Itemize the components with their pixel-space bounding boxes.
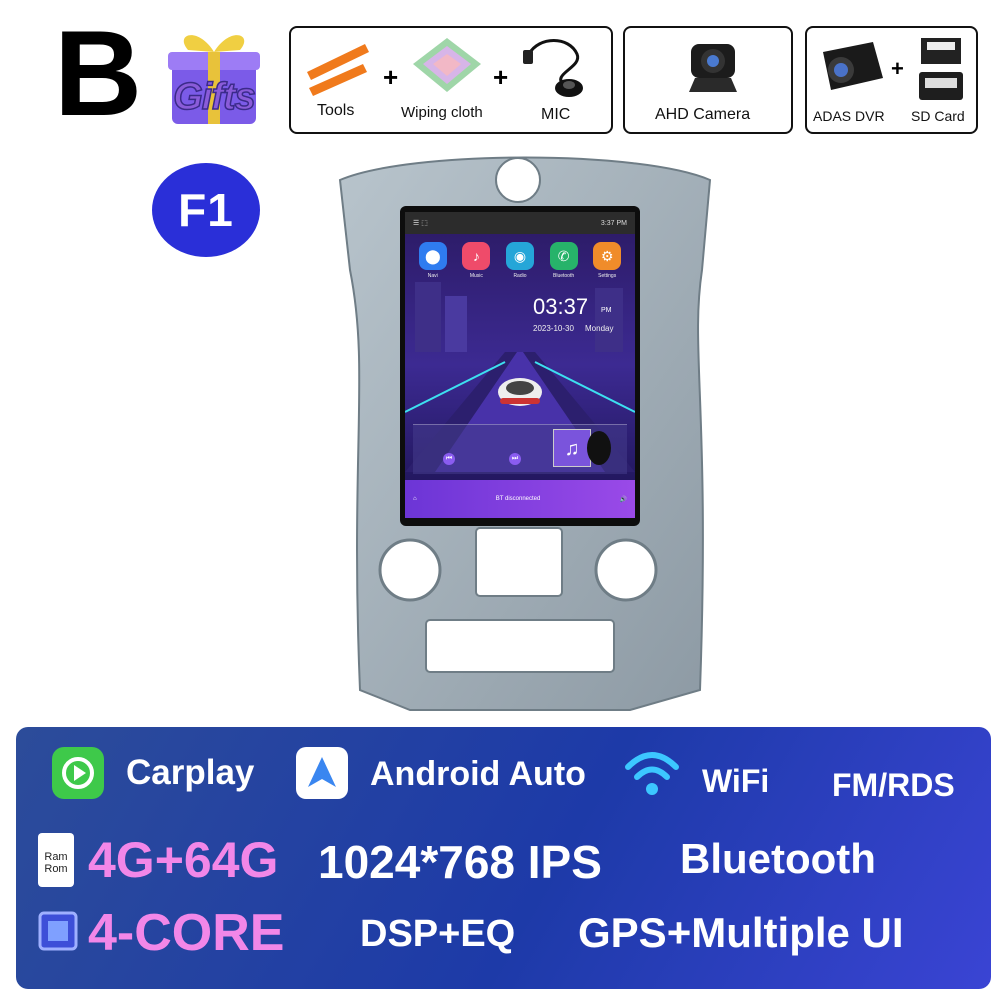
sd-card-label: SD Card — [911, 108, 965, 124]
feature-carplay: Carplay — [126, 753, 255, 792]
app-settings[interactable]: ⚙ Settings — [588, 236, 626, 294]
media-player: ⏮ ⏭ ♫ — [413, 424, 627, 474]
variant-badge-label: F1 — [178, 184, 234, 236]
app-music[interactable]: ♪ Music — [457, 236, 495, 294]
bottom-dock: ⌂ BT disconnected 🔊 — [405, 480, 635, 518]
feature-wifi: WiFi — [702, 763, 770, 799]
variant-badge: F1 — [152, 163, 260, 257]
microphone-icon — [523, 39, 583, 97]
album-art-icon: ♫ — [553, 429, 591, 467]
head-unit-screen: ☰ ⬚ 3:37 PM ⬤ Navi ♪ Music ◉ Radio ✆ Blu… — [405, 212, 635, 518]
clock-suffix: PM — [601, 307, 612, 314]
gifts-label: Gifts — [172, 75, 256, 119]
memory-chip-icon: Ram Rom — [38, 833, 74, 887]
mic-label: MIC — [541, 106, 571, 123]
accessory-box-tools: Tools + Wiping cloth + MIC — [289, 26, 613, 134]
adas-dvr-label: ADAS DVR — [813, 108, 885, 124]
menu-icon[interactable]: ☰ ⬚ — [413, 220, 428, 227]
previous-track-icon[interactable]: ⏮ — [443, 453, 455, 465]
rom-label: Rom — [44, 863, 68, 875]
ram-label: Ram — [44, 851, 68, 863]
app-navi[interactable]: ⬤ Navi — [414, 236, 452, 294]
gift-box: Gifts — [158, 26, 270, 130]
app-label: Bluetooth — [553, 273, 575, 279]
variant-letter: B — [54, 5, 143, 141]
wifi-icon — [625, 752, 679, 795]
app-label: Settings — [598, 273, 617, 279]
next-track-icon[interactable]: ⏭ — [509, 453, 521, 465]
feature-gps: GPS+Multiple UI — [578, 909, 904, 956]
status-time: 3:37 PM — [600, 219, 627, 227]
accessory-box-camera: AHD Camera — [623, 26, 793, 134]
music-note-icon: ♪ — [462, 242, 491, 270]
tools-label: Tools — [317, 102, 355, 119]
gear-icon: ⚙ — [593, 242, 622, 270]
wiping-cloth-label: Wiping cloth — [401, 104, 483, 121]
camera-icon — [689, 44, 737, 92]
app-label: Navi — [427, 273, 438, 279]
app-row: ⬤ Navi ♪ Music ◉ Radio ✆ Bluetooth ⚙ Set… — [405, 236, 635, 294]
date: 2023-10-30 — [533, 324, 574, 333]
phone-icon: ✆ — [549, 242, 578, 270]
app-radio[interactable]: ◉ Radio — [501, 236, 539, 294]
pry-tool-icon — [307, 44, 369, 96]
gift-box-icon — [168, 35, 260, 124]
dash-cam-icon — [823, 42, 883, 90]
radio-tower-icon: ◉ — [505, 242, 534, 270]
volume-icon[interactable]: 🔊 — [619, 496, 627, 503]
feature-resolution: 1024*768 IPS — [318, 836, 602, 888]
location-pin-icon: ⬤ — [418, 242, 447, 270]
ahd-camera-label: AHD Camera — [655, 106, 751, 123]
feature-cores: 4-CORE — [88, 904, 285, 962]
bt-status: BT disconnected — [495, 496, 541, 502]
android-auto-icon — [296, 747, 348, 799]
sd-card-icon — [919, 38, 963, 100]
wiping-cloth-icon — [413, 38, 481, 92]
plus-sign: + — [891, 56, 904, 81]
feature-fm-rds: FM/RDS — [832, 767, 955, 803]
carplay-icon — [52, 747, 104, 799]
home-icon[interactable]: ⌂ — [413, 496, 417, 502]
app-bluetooth[interactable]: ✆ Bluetooth — [545, 236, 583, 294]
feature-bluetooth: Bluetooth — [680, 835, 876, 882]
features-panel: Carplay Android Auto WiFi FM/RDS Ram Rom… — [16, 727, 991, 989]
clock: 03:37 — [533, 294, 589, 319]
app-label: Radio — [513, 273, 527, 279]
feature-android-auto: Android Auto — [370, 755, 586, 793]
feature-dsp: DSP+EQ — [360, 913, 516, 955]
plus-sign: + — [493, 62, 509, 92]
weekday: Monday — [585, 324, 614, 333]
app-label: Music — [469, 273, 483, 279]
plus-sign: + — [383, 62, 399, 92]
feature-memory: 4G+64G — [88, 832, 279, 888]
accessory-box-dvr: + ADAS DVR SD Card — [805, 26, 978, 134]
cpu-icon — [38, 911, 78, 951]
status-bar: ☰ ⬚ 3:37 PM — [405, 212, 635, 234]
vinyl-record-icon — [587, 431, 611, 465]
